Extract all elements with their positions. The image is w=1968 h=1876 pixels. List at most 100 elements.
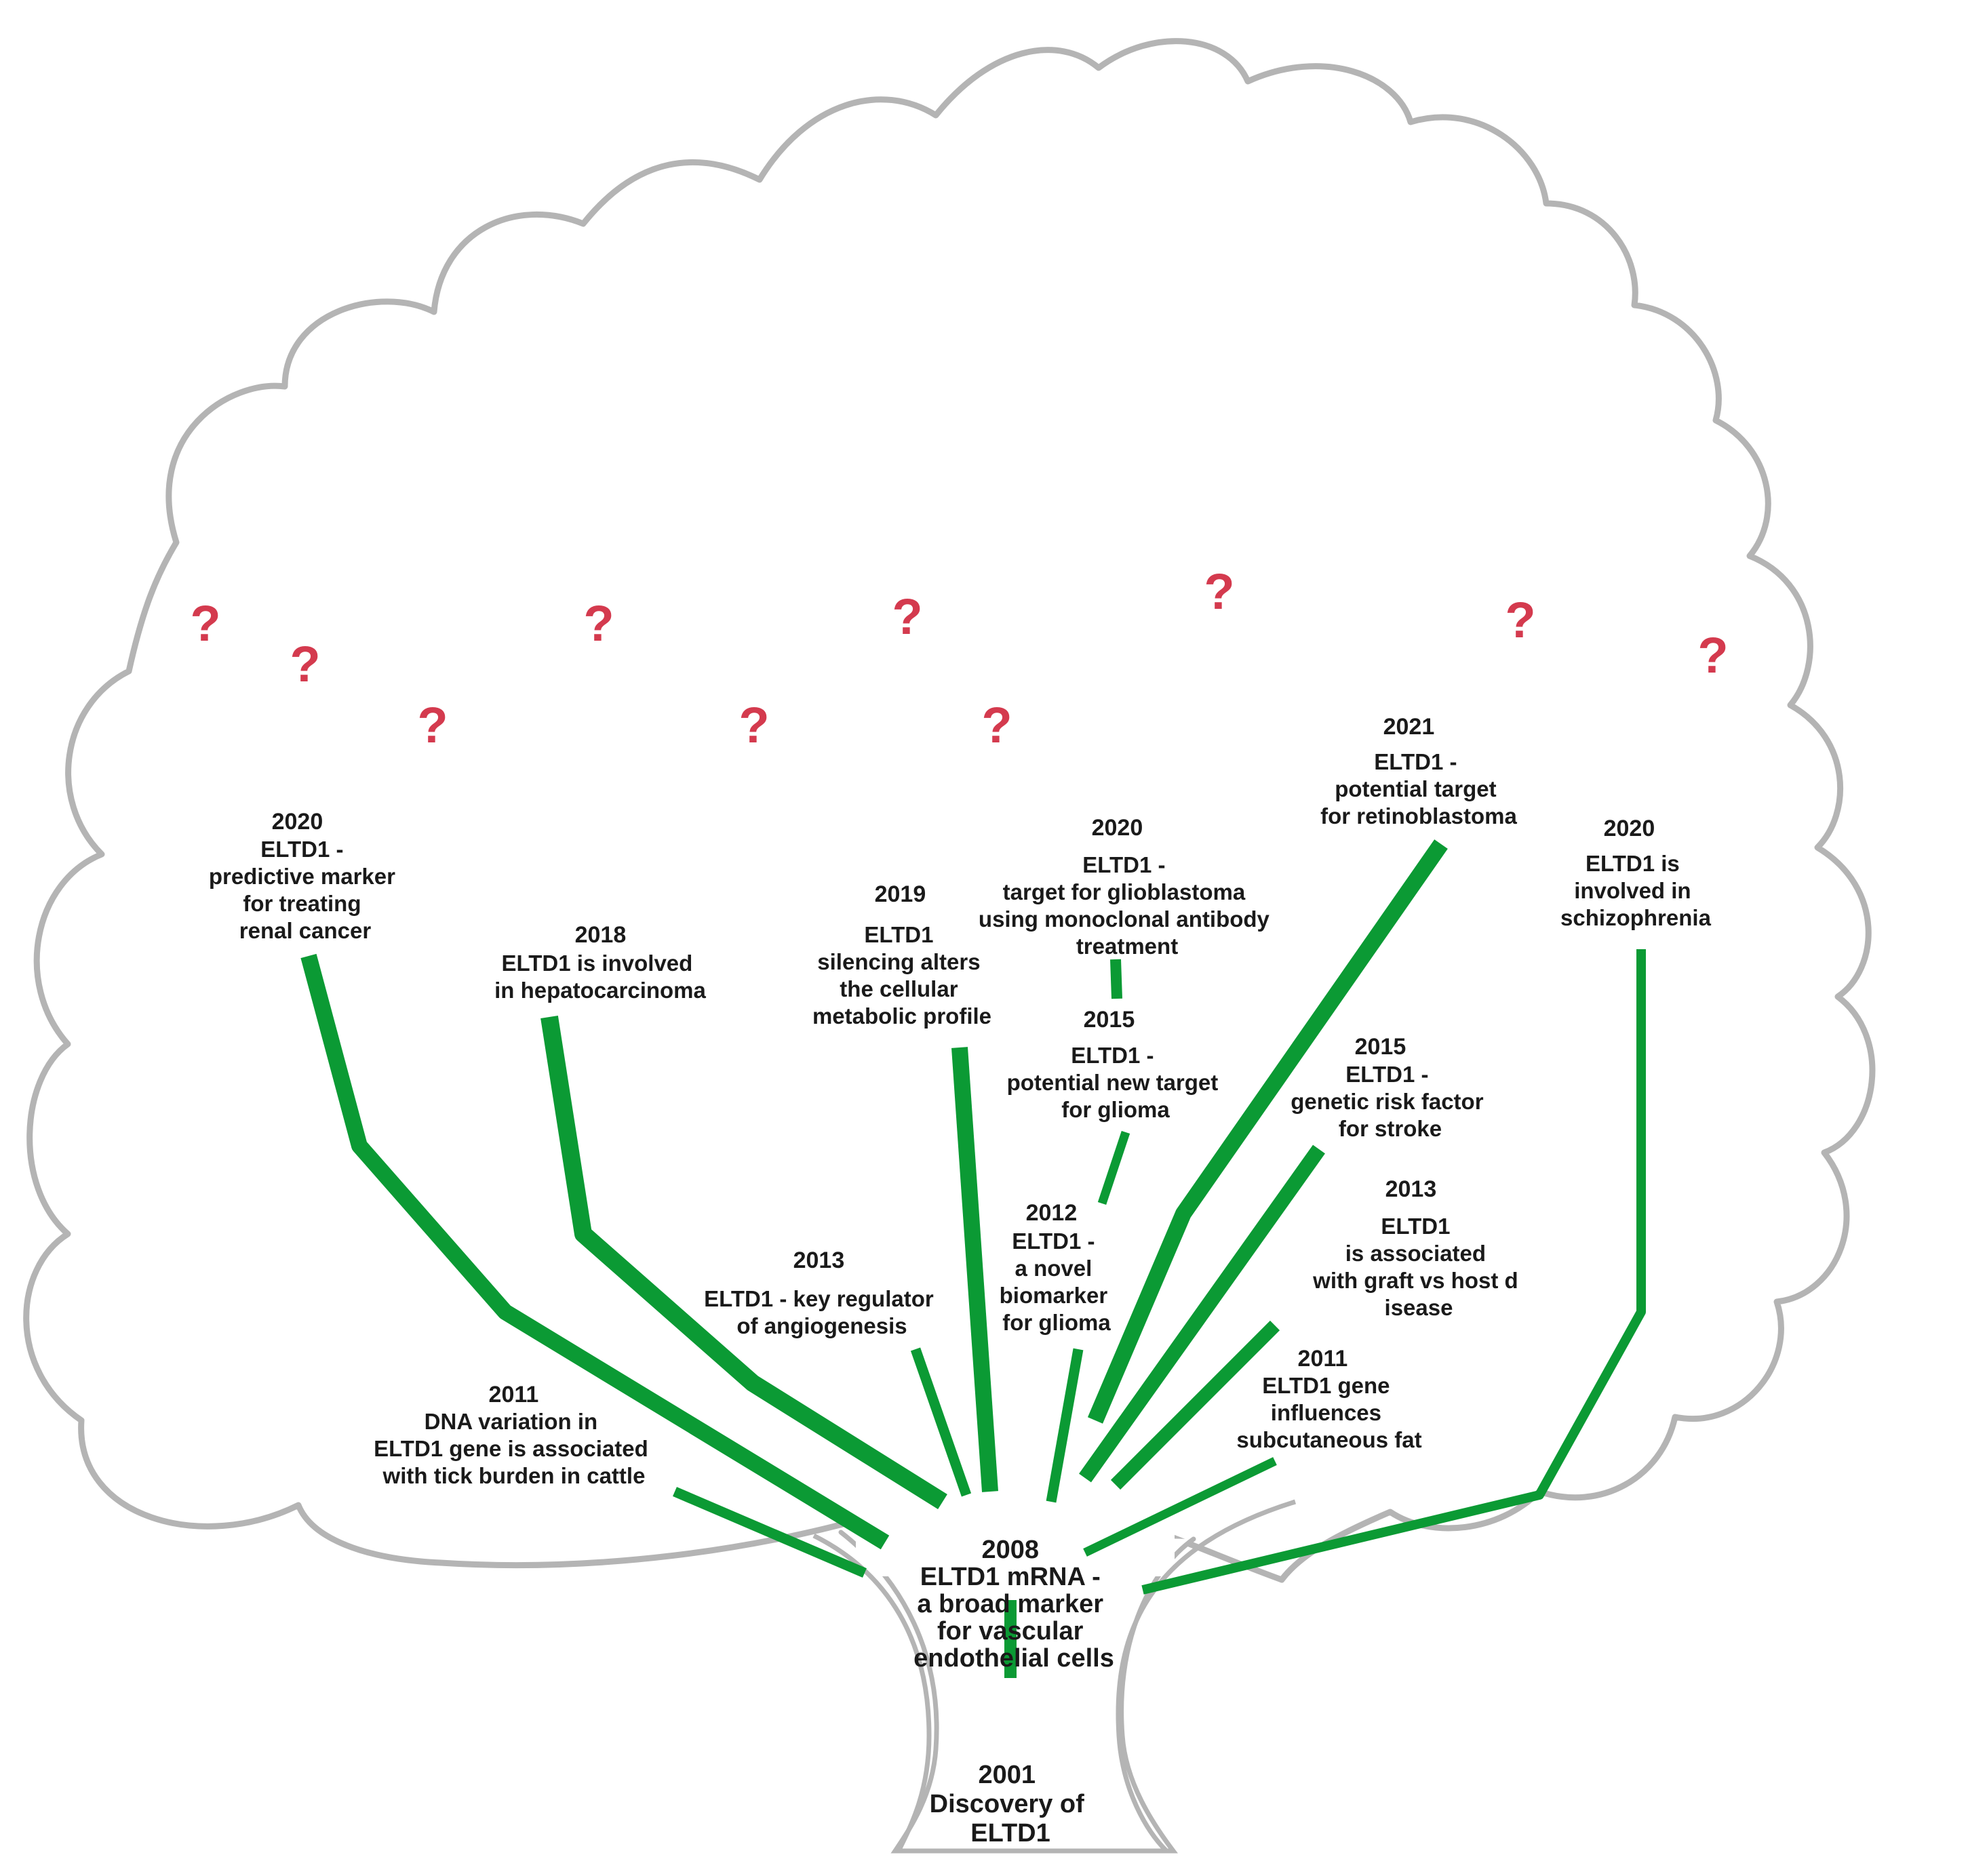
root-label: 2001 Discovery of ELTD1 (930, 1761, 1092, 1848)
tree-crown-outline (23, 38, 1876, 1583)
node-hepato: 2018 ELTD1 is involved in hepatocarcinom… (494, 922, 706, 1003)
question-mark: ? (1697, 627, 1728, 683)
node-glioblastoma: 2020 ELTD1 - target for glioblastoma usi… (979, 815, 1276, 959)
branch-hepato (540, 1015, 947, 1510)
hub-line: ELTD1 mRNA - (920, 1563, 1101, 1591)
node-year: 2020 (272, 809, 323, 835)
node-line: ELTD1 - (1345, 1062, 1428, 1087)
question-mark: ? (739, 697, 769, 753)
node-line: metabolic profile (812, 1003, 991, 1029)
node-line: ELTD1 - (1012, 1229, 1095, 1254)
node-line: using monoclonal antibody (979, 906, 1270, 932)
node-year: 2011 (489, 1382, 539, 1408)
root-line: ELTD1 (970, 1819, 1050, 1848)
node-year: 2013 (1385, 1176, 1437, 1202)
node-line: ELTD1 - (1374, 749, 1457, 774)
node-fat: 2011 ELTD1 gene influences subcutaneous … (1236, 1346, 1421, 1452)
question-mark: ? (892, 588, 922, 645)
branch-metabolic (951, 1047, 998, 1492)
node-line: ELTD1 is (1586, 851, 1680, 876)
branch-biomarker (1046, 1348, 1084, 1503)
node-line: is associated (1345, 1241, 1486, 1266)
node-year: 2021 (1383, 714, 1435, 740)
hub-line: a broad marker (917, 1590, 1103, 1618)
node-line: potential target (1335, 776, 1496, 801)
node-line: a novel (1015, 1256, 1093, 1281)
question-mark: ? (1505, 592, 1535, 648)
node-glioma-target: 2015 ELTD1 - potential new target for gl… (1007, 1007, 1225, 1122)
node-line: isease (1385, 1295, 1453, 1320)
question-mark: ? (190, 595, 220, 652)
branch-retino (1087, 839, 1448, 1424)
question-mark: ? (981, 697, 1012, 753)
branch-gvhd (1110, 1320, 1280, 1490)
node-year: 2020 (1092, 815, 1143, 841)
node-retinoblastoma: 2021 ELTD1 - potential target for retino… (1320, 714, 1517, 829)
node-line: predictive marker (209, 864, 395, 889)
node-line: ELTD1 gene (1262, 1373, 1390, 1398)
node-line: with graft vs host d (1312, 1268, 1518, 1293)
node-year: 2013 (793, 1248, 845, 1273)
node-year: 2018 (575, 922, 627, 948)
branch-renal (300, 953, 890, 1550)
branch-schizo (1141, 949, 1646, 1595)
node-line: ELTD1 is involved (502, 951, 693, 976)
node-line: involved in (1574, 878, 1691, 903)
node-year: 2020 (1604, 816, 1655, 841)
branches (300, 839, 1646, 1678)
hub-line: for vascular (937, 1617, 1084, 1645)
node-line: ELTD1 - (260, 837, 343, 862)
node-line: for stroke (1339, 1116, 1442, 1141)
question-mark: ? (1204, 563, 1234, 620)
node-line: for treating (243, 891, 361, 916)
hub-label: 2008 ELTD1 mRNA - a broad marker for vas… (913, 1536, 1114, 1673)
node-line: ELTD1 (864, 922, 933, 947)
node-year: 2011 (1298, 1346, 1348, 1372)
node-renal: 2020 ELTD1 - predictive marker for treat… (209, 809, 401, 943)
node-line: with tick burden in cattle (382, 1463, 646, 1488)
node-line: DNA variation in (425, 1409, 597, 1434)
branch-cattle (673, 1487, 867, 1578)
node-line: ELTD1 gene is associated (374, 1436, 648, 1461)
root-line: Discovery of (930, 1790, 1084, 1818)
node-line: for glioma (1061, 1097, 1170, 1122)
question-mark: ? (290, 636, 320, 692)
branch-glioblastoma-connector (1110, 959, 1122, 999)
node-stroke: 2015 ELTD1 - genetic risk factor for str… (1291, 1034, 1489, 1141)
node-line: in hepatocarcinoma (494, 978, 706, 1003)
hub-line: endothelial cells (913, 1644, 1114, 1673)
node-line: for retinoblastoma (1320, 803, 1517, 829)
branch-glioma-target (1097, 1130, 1130, 1205)
node-line: influences (1271, 1400, 1381, 1425)
node-line: biomarker (1000, 1283, 1108, 1308)
root-year: 2001 (978, 1761, 1036, 1789)
question-marks: ? ? ? ? ? ? ? ? ? ? (190, 563, 1728, 753)
node-line: treatment (1076, 934, 1178, 959)
node-line: ELTD1 (1381, 1214, 1450, 1239)
node-cattle: 2011 DNA variation in ELTD1 gene is asso… (374, 1382, 654, 1488)
branch-stroke (1079, 1144, 1325, 1483)
node-gvhd: 2013 ELTD1 is associated with graft vs h… (1312, 1176, 1524, 1320)
node-biomarker: 2012 ELTD1 - a novel biomarker for gliom… (1000, 1200, 1114, 1335)
node-line: schizophrenia (1560, 905, 1712, 930)
node-line: of angiogenesis (736, 1313, 907, 1338)
node-line: target for glioblastoma (1003, 879, 1246, 904)
node-line: ELTD1 - (1082, 852, 1165, 877)
node-line: ELTD1 - key regulator (704, 1286, 934, 1311)
question-mark: ? (417, 697, 448, 753)
trunk-right-edge (1116, 1499, 1297, 1853)
node-year: 2015 (1084, 1007, 1135, 1033)
node-angiogenesis: 2013 ELTD1 - key regulator of angiogenes… (704, 1248, 940, 1338)
node-line: silencing alters (817, 949, 980, 974)
branch-angio (910, 1347, 972, 1497)
node-year: 2019 (875, 881, 926, 907)
branch-fat (1083, 1457, 1277, 1557)
node-line: the cellular (840, 976, 958, 1001)
node-year: 2015 (1355, 1034, 1406, 1060)
node-line: renal cancer (239, 918, 372, 943)
node-line: for glioma (1002, 1310, 1111, 1335)
node-metabolic: 2019 ELTD1 silencing alters the cellular… (812, 881, 991, 1029)
node-line: ELTD1 - (1071, 1043, 1154, 1068)
hub-year: 2008 (981, 1536, 1039, 1564)
